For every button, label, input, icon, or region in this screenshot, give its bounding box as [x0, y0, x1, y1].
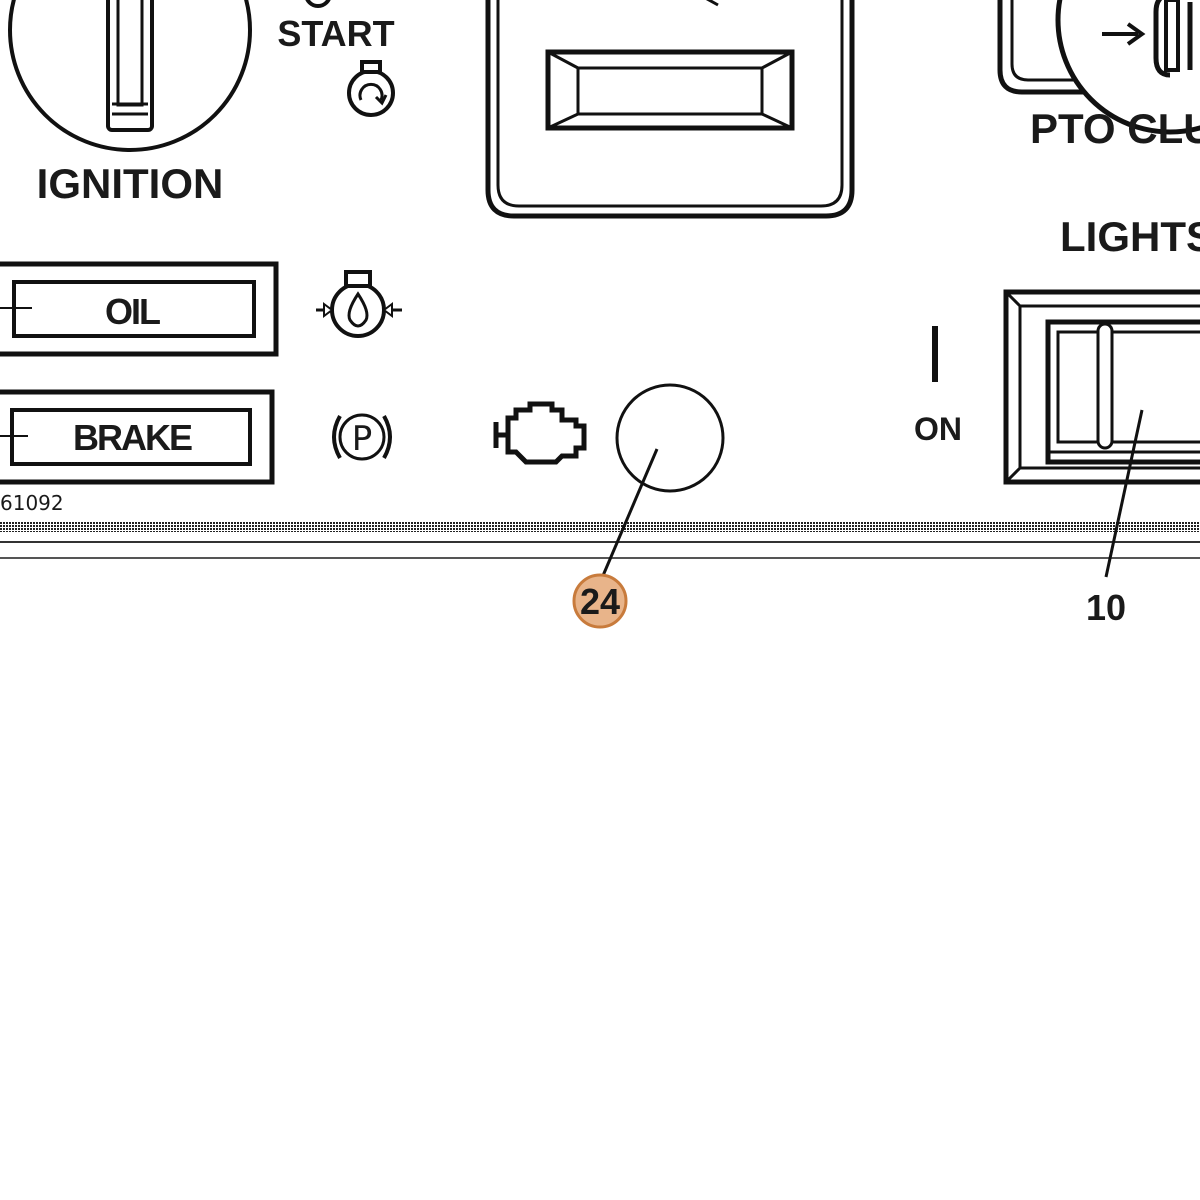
parking-brake-icon: P	[332, 413, 392, 461]
lights-rocker-switch[interactable]	[1003, 289, 1200, 485]
callout-24-badge[interactable]	[572, 573, 628, 629]
ignition-switch[interactable]	[8, 0, 252, 152]
check-engine-icon	[493, 401, 587, 465]
pto-clutch-icon	[1102, 0, 1193, 78]
park-symbol: P	[352, 419, 373, 459]
ignition-label: IGNITION	[37, 160, 224, 207]
panel-edge	[0, 521, 1200, 532]
oil-label: OIL	[105, 291, 160, 332]
pto-clutch-switch[interactable]	[997, 0, 1200, 135]
engine-start-icon	[347, 60, 395, 117]
brake-warning-indicator[interactable]	[0, 389, 275, 485]
lights-on-mark	[932, 326, 938, 382]
part-number: 61092	[0, 491, 64, 515]
pto-clutch-label: PTO CLU	[1030, 105, 1200, 152]
callout-24-number: 24	[580, 581, 620, 622]
start-label: START	[277, 13, 394, 54]
check-engine-indicator[interactable]	[615, 383, 725, 493]
lights-label: LIGHTS	[1060, 213, 1200, 260]
oil-pressure-icon	[316, 270, 402, 338]
callout-10-leader	[1104, 409, 1144, 578]
callout-24-leader	[600, 448, 659, 579]
lights-on-label: ON	[914, 411, 962, 447]
hour-meter-window	[545, 49, 795, 131]
oil-warning-indicator[interactable]	[0, 261, 279, 357]
brake-label: BRAKE	[73, 417, 192, 458]
callout-10-number: 10	[1086, 587, 1126, 628]
